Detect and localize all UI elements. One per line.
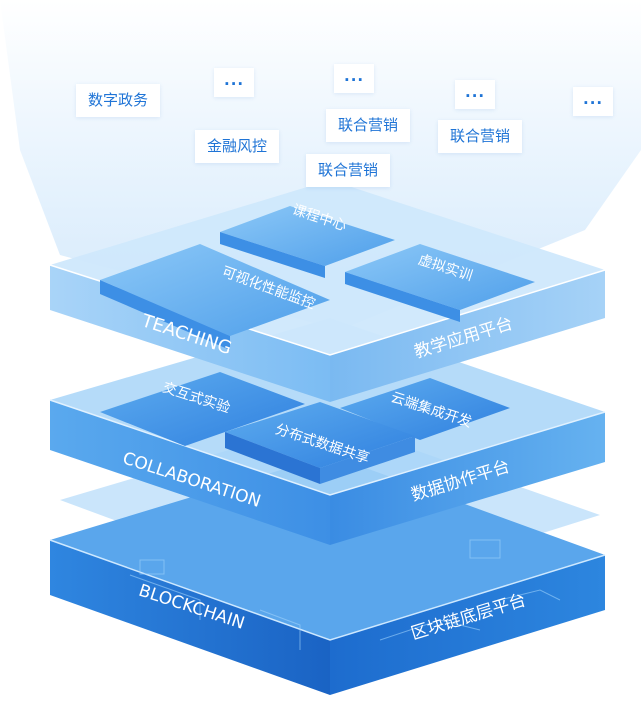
module-performance-monitoring	[100, 244, 330, 336]
tag-joint-marketing: 联合营销	[438, 120, 523, 153]
module-course-center	[220, 206, 395, 266]
tag-more: ...	[334, 64, 375, 93]
tag-more: ...	[214, 68, 255, 97]
tag-financial-risk-control: 金融风控	[195, 130, 280, 163]
tag-digital-government: 数字政务	[76, 84, 161, 117]
teaching-layer	[49, 180, 606, 402]
module-virtual-training	[345, 244, 535, 310]
tag-more: ...	[455, 80, 496, 109]
collaboration-layer	[49, 318, 606, 545]
tag-joint-marketing: 联合营销	[326, 109, 411, 142]
tag-joint-marketing: 联合营销	[306, 154, 391, 187]
tag-more: ...	[573, 87, 614, 116]
module-interactive-experiment	[100, 372, 305, 446]
module-distributed-data-sharing	[225, 402, 415, 468]
